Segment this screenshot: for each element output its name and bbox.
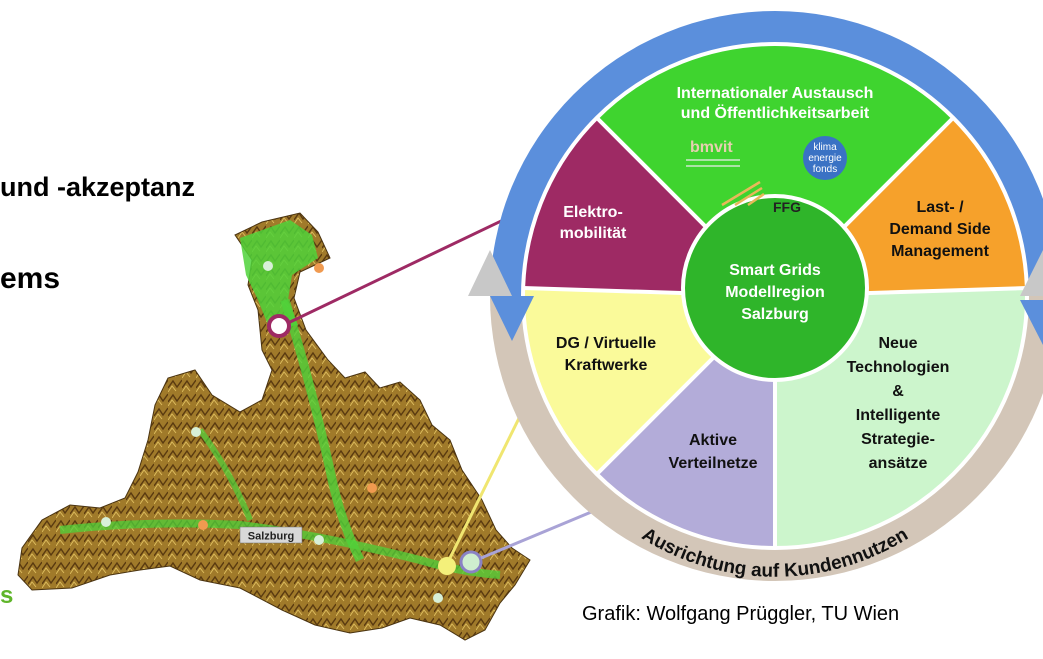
map-dot-mint bbox=[191, 427, 201, 437]
map-valley-side bbox=[197, 428, 253, 522]
segment-label-last-line3: Management bbox=[891, 243, 989, 260]
segment-internationaler-austausch bbox=[597, 44, 953, 296]
segment-label-neue-line2: Technologien bbox=[847, 359, 950, 376]
map-dot-orange bbox=[314, 263, 324, 273]
svg-text:FFG: FFG bbox=[773, 199, 801, 215]
image-credit: Grafik: Wolfgang Prüggler, TU Wien bbox=[582, 603, 900, 625]
segment-label-top-line1: Internationaler Austausch bbox=[677, 85, 874, 102]
segment-label-elektro-line2: mobilität bbox=[560, 225, 627, 242]
map-valley-north bbox=[240, 220, 318, 330]
segment-label-neue-line4: Intelligente bbox=[856, 407, 941, 424]
segment-label-elektro-line1: Elektro- bbox=[563, 204, 623, 221]
map-dot-yellow bbox=[438, 557, 456, 575]
heading-fragment-ems: ems bbox=[0, 262, 61, 295]
connector-dg-kraftwerke bbox=[448, 399, 530, 559]
map-dot-mint bbox=[314, 535, 324, 545]
salzburg-map: Salzburg bbox=[17, 212, 531, 641]
map-dot-mint bbox=[101, 517, 111, 527]
svg-text:energie: energie bbox=[808, 153, 842, 164]
segment-label-dg-line1: DG / Virtuelle bbox=[556, 335, 656, 352]
city-label: Salzburg bbox=[248, 531, 294, 543]
left-arrow-icon bbox=[468, 250, 534, 341]
map-marker-elektromobilitaet bbox=[267, 314, 291, 338]
svg-text:klima: klima bbox=[813, 142, 837, 153]
heading-fragment-akzeptanz: und -akzeptanz bbox=[0, 172, 196, 202]
bmvit-logo: bmvit bbox=[686, 139, 740, 167]
segment-label-neue-line3: & bbox=[892, 383, 904, 400]
logo-fragment: s bbox=[0, 582, 14, 609]
klima-energiefonds-logo: klima energie fonds bbox=[803, 136, 847, 180]
center-label-line2: Modellregion bbox=[725, 284, 825, 301]
segment-label-dg-line2: Kraftwerke bbox=[565, 357, 648, 374]
segment-label-top-line2: und Öffentlichkeitsarbeit bbox=[681, 103, 870, 122]
map-valley-salzach bbox=[280, 298, 365, 563]
right-arrow-icon bbox=[1020, 250, 1043, 345]
circle-diagram: Integriertes Gesamtsystem Ausrichtung au… bbox=[468, 0, 1043, 582]
svg-text:fonds: fonds bbox=[813, 164, 837, 175]
segment-label-neue-line5: Strategie- bbox=[861, 431, 935, 448]
center-label-line1: Smart Grids bbox=[729, 262, 821, 279]
center-circle bbox=[681, 194, 869, 382]
map-dot-mint bbox=[433, 593, 443, 603]
map-dot-orange bbox=[198, 520, 208, 530]
segment-label-neue-line6: ansätze bbox=[869, 455, 928, 472]
map-dot-mint bbox=[263, 261, 273, 271]
ffg-logo: FFG bbox=[721, 180, 801, 215]
map-dot-orange bbox=[367, 483, 377, 493]
segment-label-aktive-line2: Verteilnetze bbox=[669, 455, 758, 472]
city-label-box bbox=[239, 526, 303, 544]
map-region-shape bbox=[17, 212, 531, 641]
segment-label-last-line1: Last- / bbox=[916, 199, 964, 216]
segment-label-aktive-line1: Aktive bbox=[689, 432, 737, 449]
segment-label-neue-line1: Neue bbox=[878, 335, 917, 352]
center-label-line3: Salzburg bbox=[741, 306, 809, 323]
map-marker-aktive-verteilnetze bbox=[459, 550, 483, 574]
svg-text:bmvit: bmvit bbox=[690, 139, 733, 156]
segment-label-last-line2: Demand Side bbox=[889, 221, 990, 238]
